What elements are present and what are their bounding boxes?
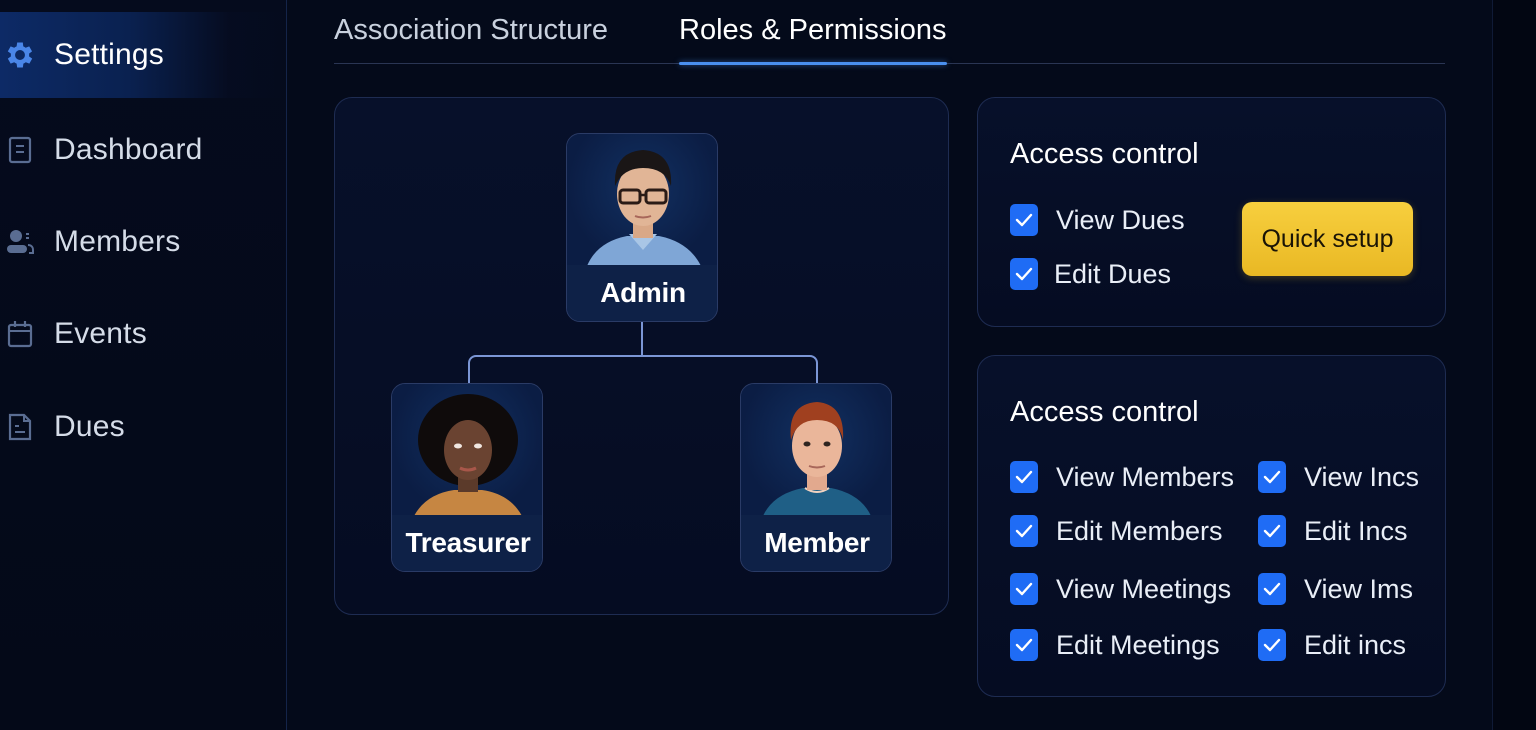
checkbox-edit-meetings[interactable]: Edit Meetings [1010, 629, 1220, 661]
checkbox-label: View Dues [1056, 204, 1185, 235]
quick-setup-button[interactable]: Quick setup [1242, 202, 1413, 276]
checkbox[interactable] [1258, 573, 1286, 605]
check-icon [1015, 470, 1033, 484]
checkbox-view-incs[interactable]: View Incs [1258, 461, 1419, 493]
role-card-admin[interactable]: Admin [566, 133, 718, 322]
checkbox[interactable] [1258, 515, 1286, 547]
checkbox[interactable] [1010, 629, 1038, 661]
gear-icon [2, 37, 38, 73]
checkbox[interactable] [1010, 573, 1038, 605]
avatar-member [741, 384, 891, 516]
right-rail [1492, 0, 1536, 730]
check-icon [1015, 524, 1033, 538]
invoice-icon [2, 409, 38, 445]
checkbox-edit-members[interactable]: Edit Members [1010, 515, 1223, 547]
checkbox-label: View Ims [1304, 573, 1414, 604]
check-icon [1015, 638, 1033, 652]
org-chart-panel: Admin Treasurer [334, 97, 949, 615]
connector-line [641, 321, 643, 356]
checkbox-label: View Meetings [1056, 573, 1232, 604]
connector-line [468, 355, 643, 385]
checkbox-view-meetings[interactable]: View Meetings [1010, 573, 1231, 605]
sidebar-item-label: Dues [54, 410, 125, 443]
tab-bar: Association Structure Roles & Permission… [334, 0, 1445, 65]
sidebar-item-label: Members [54, 225, 181, 258]
check-icon [1015, 213, 1033, 227]
checkbox-edit-incs[interactable]: Edit Incs [1258, 515, 1408, 547]
checkbox-label: Edit Dues [1054, 258, 1172, 289]
role-label: Member [741, 515, 891, 571]
checkbox[interactable] [1258, 629, 1286, 661]
main-content: Association Structure Roles & Permission… [288, 0, 1492, 730]
role-label: Admin [567, 265, 717, 321]
checkbox-edit-dues[interactable]: Edit Dues [1010, 258, 1171, 290]
tab-roles-permissions[interactable]: Roles & Permissions [679, 14, 947, 65]
check-icon [1263, 582, 1281, 596]
check-icon [1015, 267, 1033, 281]
users-icon [2, 224, 38, 260]
checkbox-label: View Incs [1304, 461, 1420, 492]
sidebar-item-dues[interactable]: Dues [0, 384, 286, 470]
sidebar-item-label: Settings [54, 38, 164, 71]
sidebar-item-label: Dashboard [54, 133, 203, 166]
check-icon [1263, 524, 1281, 538]
checkbox[interactable] [1010, 461, 1038, 493]
checkbox-view-ims[interactable]: View Ims [1258, 573, 1413, 605]
sidebar-item-members[interactable]: Members [0, 199, 286, 285]
checkbox[interactable] [1010, 204, 1038, 236]
connector-line [641, 355, 818, 385]
role-card-treasurer[interactable]: Treasurer [391, 383, 543, 572]
access-control-panel-members: Access control View Members Edit Members… [977, 355, 1446, 697]
access-control-panel-dues: Access control View Dues Edit Dues Quick… [977, 97, 1446, 327]
sidebar: Settings Dashboard Members Events Dues [0, 0, 287, 730]
tab-association-structure[interactable]: Association Structure [334, 14, 609, 46]
checkbox-label: View Members [1056, 461, 1235, 492]
role-label: Treasurer [392, 515, 542, 571]
checkbox-label: Edit Meetings [1056, 629, 1220, 660]
document-icon [2, 132, 38, 168]
checkbox-view-dues[interactable]: View Dues [1010, 204, 1185, 236]
check-icon [1263, 638, 1281, 652]
sidebar-item-label: Events [54, 317, 147, 350]
panel-title: Access control [1010, 138, 1199, 170]
calendar-icon [2, 316, 38, 352]
sidebar-item-events[interactable]: Events [0, 291, 286, 377]
sidebar-item-dashboard[interactable]: Dashboard [0, 107, 286, 193]
checkbox-label: Edit Members [1056, 515, 1223, 546]
checkbox-view-members[interactable]: View Members [1010, 461, 1234, 493]
panel-title: Access control [1010, 396, 1199, 428]
checkbox[interactable] [1010, 258, 1038, 290]
checkbox[interactable] [1010, 515, 1038, 547]
check-icon [1263, 470, 1281, 484]
checkbox-label: Edit Incs [1304, 515, 1408, 546]
checkbox-edit-incs-2[interactable]: Edit incs [1258, 629, 1406, 661]
sidebar-item-settings[interactable]: Settings [0, 12, 286, 98]
checkbox-label: Edit incs [1304, 629, 1407, 660]
role-card-member[interactable]: Member [740, 383, 892, 572]
check-icon [1015, 582, 1033, 596]
avatar-treasurer [392, 384, 542, 516]
avatar-admin [567, 134, 717, 266]
checkbox[interactable] [1258, 461, 1286, 493]
